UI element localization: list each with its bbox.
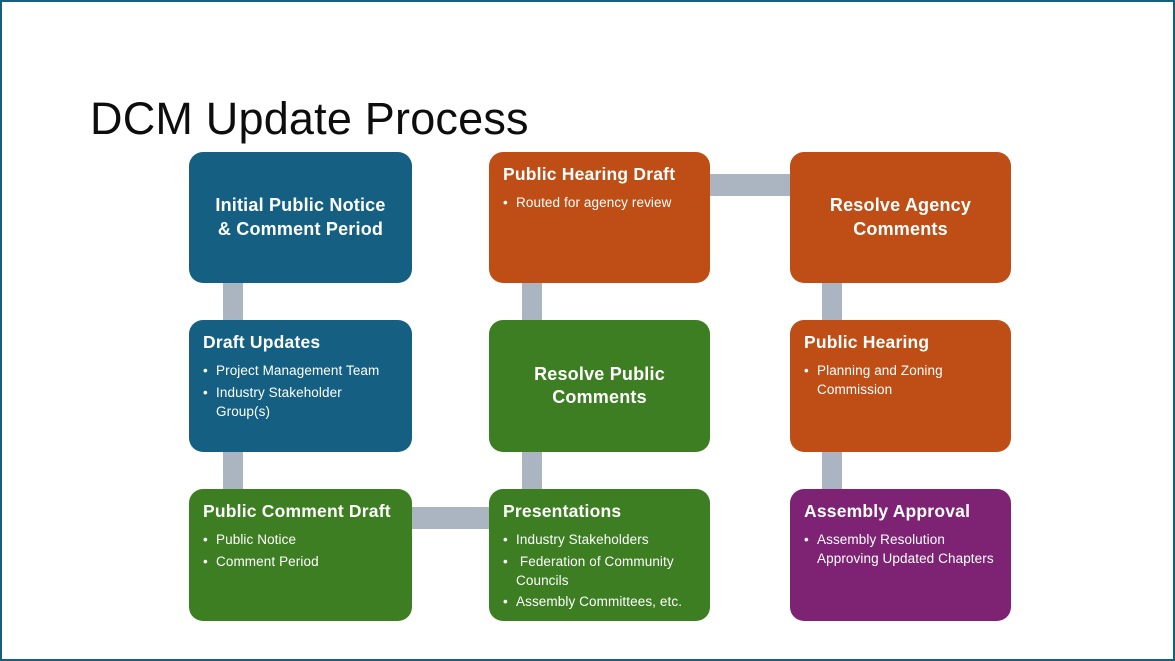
process-box-assembly-approval: Assembly Approval Assembly Resolution Ap… <box>790 489 1011 621</box>
connector-public-hearing-draft-to-resolve-agency-comments <box>706 174 794 196</box>
box-title: Initial Public Notice & Comment Period <box>215 195 386 239</box>
box-bullets: Public NoticeComment Period <box>203 531 398 571</box>
box-bullets: Industry Stakeholders Federation of Comm… <box>503 531 696 612</box>
bullet-item: Assembly Committees, etc. <box>503 593 696 612</box>
connector-resolve-public-comments-to-public-hearing-draft <box>522 280 542 324</box>
box-bullets: Assembly Resolution Approving Updated Ch… <box>804 531 997 568</box>
slide-title: DCM Update Process <box>90 93 529 145</box>
connector-presentations-to-resolve-public-comments <box>522 449 542 493</box>
bullet-item: Project Management Team <box>203 362 398 381</box>
box-bullets: Planning and Zoning Commission <box>804 362 997 399</box>
bullet-item: Federation of Community Councils <box>503 553 696 590</box>
connector-draft-updates-to-public-comment-draft <box>223 449 243 493</box>
process-box-initial-public-notice: Initial Public Notice & Comment Period <box>189 152 412 283</box>
box-title: Resolve Agency Comments <box>829 195 972 239</box>
bullet-item: Public Notice <box>203 531 398 550</box>
box-title: Assembly Approval <box>804 501 971 521</box>
process-box-public-hearing-draft: Public Hearing Draft Routed for agency r… <box>489 152 710 283</box>
box-title: Presentations <box>503 501 622 521</box>
box-bullets: Project Management TeamIndustry Stakehol… <box>203 362 398 421</box>
process-box-public-comment-draft: Public Comment Draft Public NoticeCommen… <box>189 489 412 621</box>
connector-public-hearing-to-assembly-approval <box>822 449 842 493</box>
bullet-item: Industry Stakeholder Group(s) <box>203 384 398 421</box>
bullet-item: Industry Stakeholders <box>503 531 696 550</box>
box-title: Public Hearing Draft <box>503 164 676 184</box>
process-box-resolve-agency-comments: Resolve Agency Comments <box>790 152 1011 283</box>
connector-public-comment-draft-to-presentations <box>408 507 493 529</box>
connector-initial-notice-to-draft-updates <box>223 280 243 324</box>
box-title: Draft Updates <box>203 332 321 352</box>
bullet-item: Routed for agency review <box>503 194 696 213</box>
process-box-public-hearing: Public Hearing Planning and Zoning Commi… <box>790 320 1011 452</box>
box-bullets: Routed for agency review <box>503 194 696 213</box>
connector-resolve-agency-comments-to-public-hearing <box>822 280 842 324</box>
process-box-draft-updates: Draft Updates Project Management TeamInd… <box>189 320 412 452</box>
bullet-item: Comment Period <box>203 553 398 572</box>
box-title: Resolve Public Comments <box>534 363 665 407</box>
bullet-item: Assembly Resolution Approving Updated Ch… <box>804 531 997 568</box>
box-title: Public Hearing <box>804 332 930 352</box>
process-box-resolve-public-comments: Resolve Public Comments <box>489 320 710 452</box>
bullet-item: Planning and Zoning Commission <box>804 362 997 399</box>
box-title: Public Comment Draft <box>203 501 391 521</box>
process-box-presentations: Presentations Industry Stakeholders Fede… <box>489 489 710 621</box>
